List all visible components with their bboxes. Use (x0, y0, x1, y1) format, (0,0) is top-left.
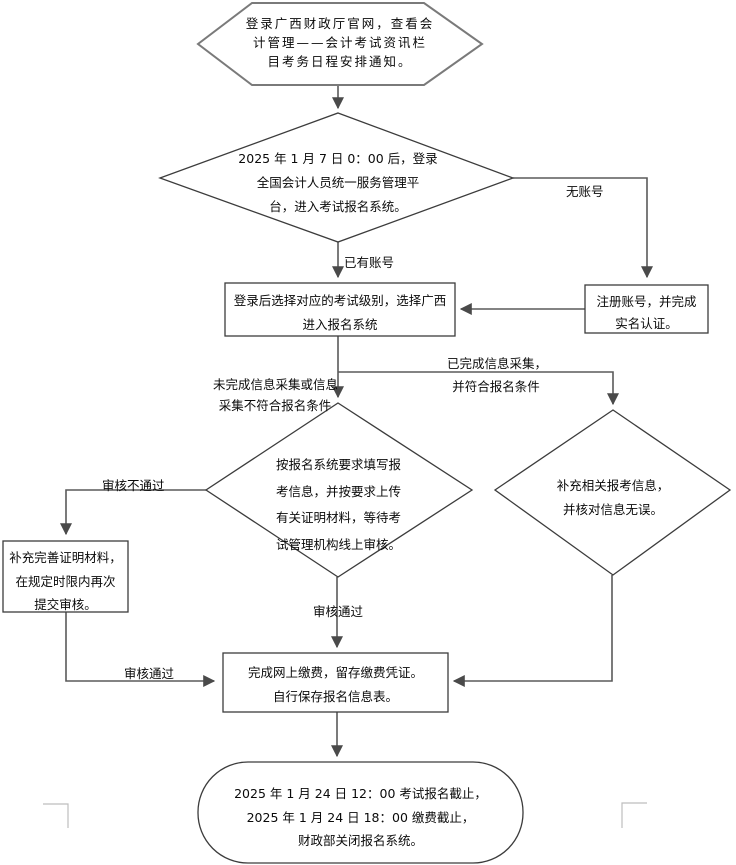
login-diamond-text: 2025 年 1 月 7 日 0：00 后，登录 全国会计人员统一服务管理平 台… (193, 147, 483, 219)
register-rect-text: 注册账号，并完成 实名认证。 (587, 291, 706, 335)
edge-label-review-passed-left: 审核通过 (124, 666, 175, 681)
text-line: 试管理机构线上审核。 (275, 536, 401, 552)
text-line: 补充完善证明材料， (9, 550, 122, 565)
text-line: 考信息，并按要求上传 (275, 483, 401, 499)
text-line: 注册账号，并完成 (596, 294, 697, 309)
connector-supplement-to-payment (65, 612, 216, 687)
text-line: 采集不符合报名条件 (218, 398, 332, 413)
page-corner-mark-bottom-left (43, 803, 69, 828)
start-hexagon-shape (196, 2, 484, 86)
deadline-stadium-text: 2025 年 1 月 24 日 12：00 考试报名截止， 2025 年 1 月… (208, 782, 513, 853)
verify-info-diamond-text: 补充相关报考信息， 并核对信息无误。 (536, 474, 690, 522)
text-line: 未完成信息采集或信息 (213, 377, 339, 392)
text-line: 目考务日程安排通知。 (267, 54, 413, 69)
text-line: 自行保存报名信息表。 (272, 689, 398, 704)
edge-label-info-not-collected: 未完成信息采集或信息 采集不符合报名条件 (213, 374, 339, 416)
select-rect-text: 登录后选择对应的考试级别，选择广西 进入报名系统 (228, 289, 452, 337)
payment-rect-text: 完成网上缴费，留存缴费凭证。 自行保存报名信息表。 (227, 661, 444, 709)
edge-label-has-account: 已有账号 (344, 255, 395, 270)
start-hexagon-text: 登录广西财政厅官网，查看会 计管理——会计考试资讯栏 目考务日程安排通知。 (200, 14, 480, 71)
select-rect-shape (224, 282, 456, 337)
login-diamond-shape (158, 112, 515, 243)
edge-label-info-collected: 已完成信息采集， 并符合报名条件 (447, 352, 548, 398)
text-line: 2025 年 1 月 7 日 0：00 后，登录 (238, 151, 438, 166)
fill-info-diamond-shape (204, 402, 474, 578)
text-line: 财政部关闭报名系统。 (297, 833, 423, 848)
verify-info-diamond-shape (493, 409, 732, 576)
edge-label-no-account: 无账号 (566, 184, 604, 199)
text-line: 登录后选择对应的考试级别，选择广西 (233, 293, 447, 308)
text-line: 实名认证。 (615, 316, 678, 331)
fill-info-diamond-text: 按报名系统要求填写报 考信息，并按要求上传 有关证明材料，等待考 试管理机构线上… (260, 452, 417, 558)
supplement-rect-shape (2, 540, 129, 613)
edge-label-review-failed: 审核不通过 (102, 478, 165, 493)
text-line: 全国会计人员统一服务管理平 (256, 175, 420, 190)
text-line: 2025 年 1 月 24 日 18：00 缴费截止， (246, 809, 475, 825)
text-line: 进入报名系统 (302, 317, 378, 332)
payment-rect-shape (222, 652, 449, 713)
deadline-stadium-shape (197, 761, 524, 864)
connector-info-collected (338, 371, 619, 406)
page-corner-mark-bottom-right (621, 802, 647, 828)
text-line: 并核对信息无误。 (562, 502, 663, 517)
text-line: 提交审核。 (34, 597, 97, 612)
text-line: 登录广西财政厅官网，查看会 (245, 16, 435, 31)
text-line: 已完成信息采集， (447, 356, 548, 371)
text-line: 按报名系统要求填写报 (275, 457, 401, 472)
connector-verify-to-payment (452, 575, 613, 687)
text-line: 在规定时限内再次 (15, 573, 116, 589)
text-line: 计管理——会计考试资讯栏 (252, 35, 427, 50)
text-line: 有关证明材料，等待考 (275, 510, 401, 525)
text-line: 台，进入考试报名系统。 (269, 199, 407, 214)
supplement-rect-text: 补充完善证明材料， 在规定时限内再次 提交审核。 (5, 546, 126, 617)
connector-no-account (513, 177, 653, 279)
text-line: 补充相关报考信息， (556, 478, 670, 493)
register-rect-shape (584, 284, 709, 334)
text-line: 2025 年 1 月 24 日 12：00 考试报名截止， (234, 786, 487, 801)
connector-review-failed (60, 489, 206, 536)
text-line: 完成网上缴费，留存缴费凭证。 (247, 665, 423, 680)
edge-label-review-passed-center: 审核通过 (313, 604, 364, 619)
text-line: 并符合报名条件 (452, 379, 540, 394)
